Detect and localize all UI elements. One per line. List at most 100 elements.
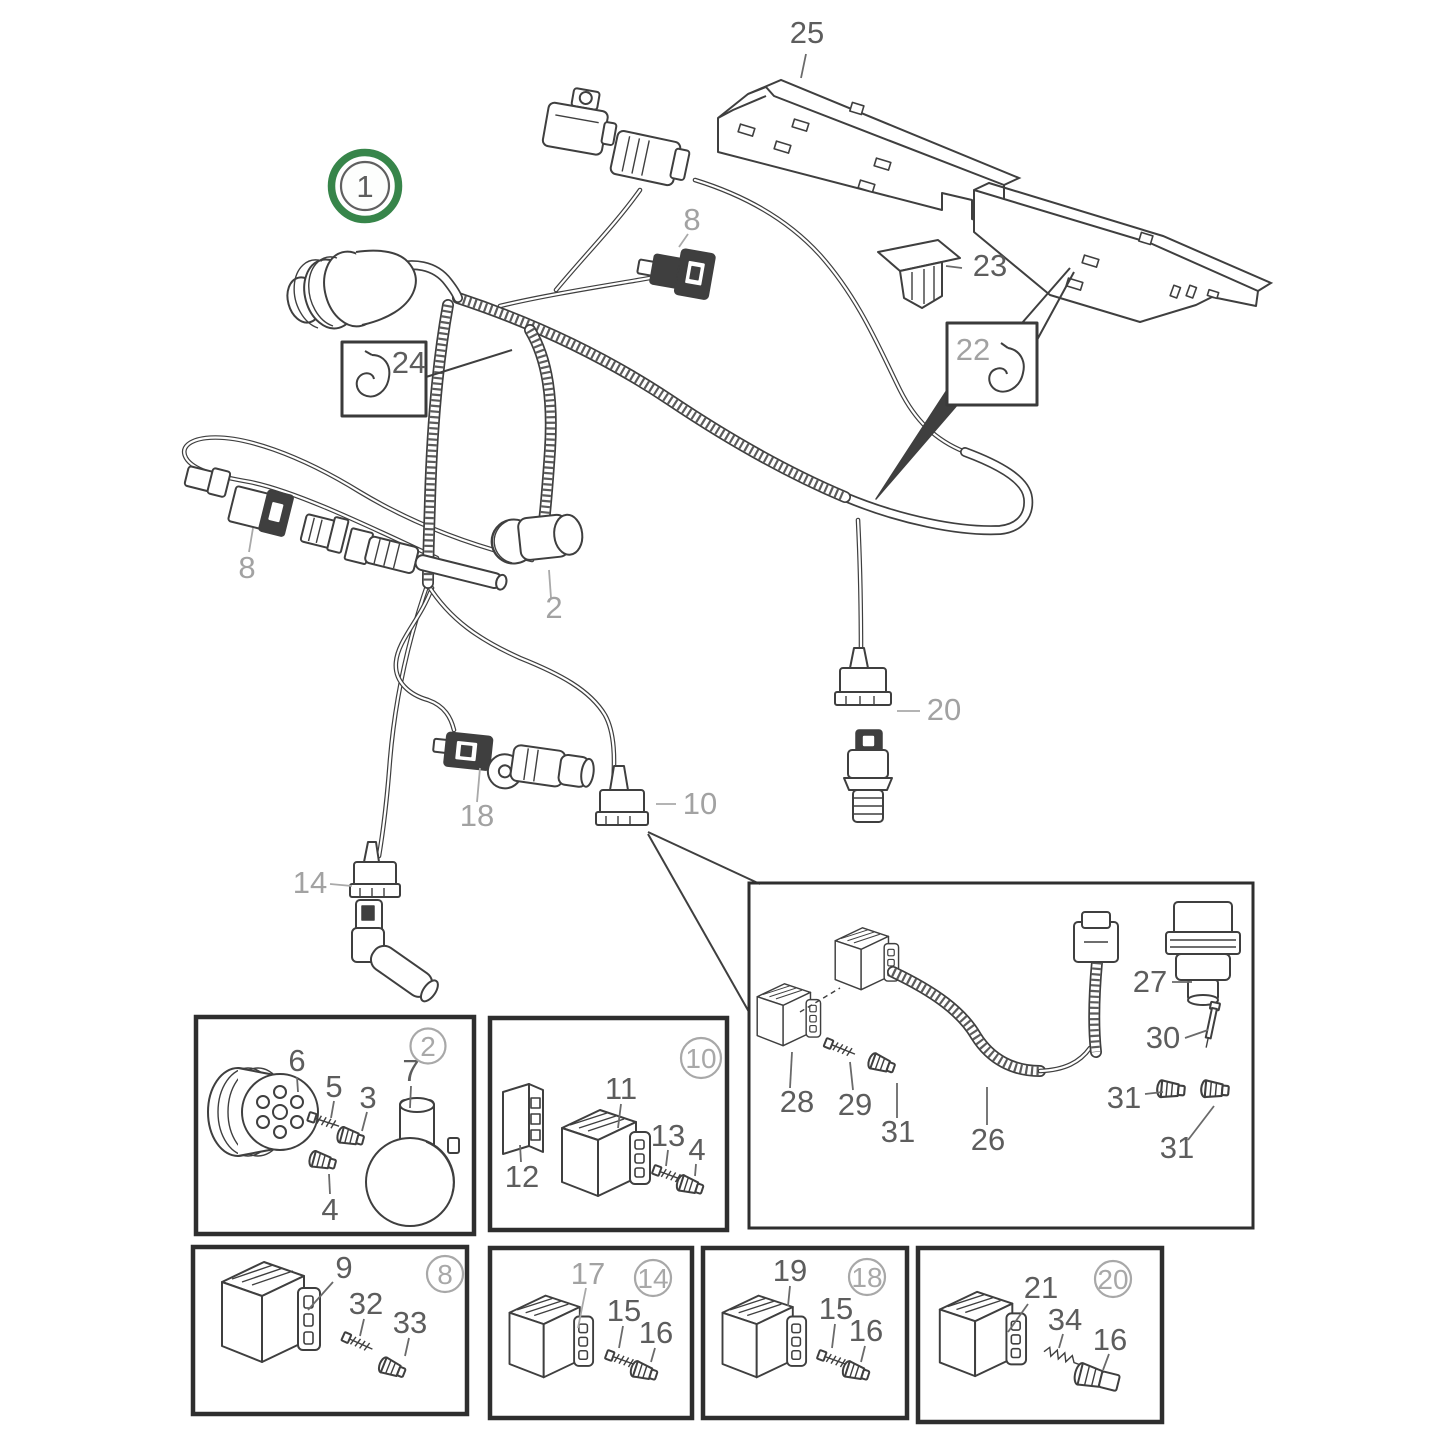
connector-11-drawing <box>561 1109 651 1197</box>
callout-24[interactable]: 24 <box>392 345 426 380</box>
label-4: 4 <box>321 1192 338 1227</box>
connector-27-drawing <box>1165 901 1241 1006</box>
label-7: 7 <box>402 1053 419 1088</box>
label-33: 33 <box>393 1305 427 1340</box>
hook-icon <box>355 354 391 398</box>
label-5: 5 <box>325 1069 342 1104</box>
temp-sensor-group-drawing <box>183 465 508 591</box>
connector-drawing <box>834 927 900 991</box>
selected-item-badge[interactable]: 1 <box>327 148 403 224</box>
label-3: 3 <box>359 1080 376 1115</box>
label-9: 9 <box>335 1250 352 1285</box>
label-34: 34 <box>1048 1302 1082 1337</box>
elbow-housing-7-drawing <box>365 1097 460 1227</box>
detail-box-20: 21 34 16 20 <box>915 1245 1165 1425</box>
label-16: 16 <box>639 1315 673 1350</box>
crank-sensor-drawing <box>351 899 439 1003</box>
connector-8-top-drawing <box>636 248 716 300</box>
plug-31-drawing <box>1199 1078 1231 1101</box>
bracket-rail-drawing <box>717 78 1274 323</box>
callout-25[interactable]: 25 <box>790 15 824 50</box>
badge-20: 20 <box>1097 1264 1128 1295</box>
label-15: 15 <box>819 1291 853 1326</box>
plug-16-drawing <box>628 1359 660 1385</box>
callout-box-24 <box>340 340 513 418</box>
hook-icon <box>988 347 1025 393</box>
connector-9-drawing <box>221 1261 321 1363</box>
connector-10-drawing <box>595 765 649 826</box>
badge-8: 8 <box>437 1259 453 1290</box>
bracket-12-drawing <box>502 1083 544 1155</box>
plug-4-drawing <box>674 1173 706 1199</box>
pin-30-drawing <box>1204 1000 1221 1048</box>
badge-18: 18 <box>851 1262 882 1293</box>
spring-34-drawing <box>1043 1346 1080 1366</box>
connector-19-drawing <box>721 1294 808 1379</box>
label-26: 26 <box>971 1122 1005 1157</box>
plug-4-drawing <box>306 1149 339 1174</box>
badge-circle <box>679 1036 723 1080</box>
connector-28-drawing <box>756 983 822 1047</box>
connector-20-drawing <box>834 647 892 706</box>
plug-33-drawing <box>376 1355 409 1382</box>
detail-box-14: 17 15 16 14 <box>487 1245 695 1421</box>
plug-16-drawing <box>840 1359 872 1385</box>
badge-14: 14 <box>637 1263 668 1294</box>
connector-17-drawing <box>508 1294 595 1379</box>
detail-box-10: 12 11 13 4 10 <box>487 1015 730 1233</box>
callout-23[interactable]: 23 <box>973 248 1007 283</box>
plug-31-drawing <box>865 1051 898 1077</box>
label-6: 6 <box>288 1043 305 1078</box>
screw-32-drawing <box>340 1331 376 1355</box>
label-15: 15 <box>607 1293 641 1328</box>
callout-10[interactable]: 10 <box>683 786 717 821</box>
screw-29-drawing <box>822 1037 858 1060</box>
badge-2: 2 <box>420 1031 436 1062</box>
callout-8-top[interactable]: 8 <box>683 202 700 237</box>
callout-20[interactable]: 20 <box>927 692 961 727</box>
detail-box-large: 28 29 31 26 27 30 31 31 <box>747 881 1255 1230</box>
label-30: 30 <box>1146 1020 1180 1055</box>
badge-10: 10 <box>685 1043 716 1074</box>
plug-16-drawing <box>1073 1362 1121 1392</box>
label-16: 16 <box>1093 1322 1127 1357</box>
detail-box-18: 19 15 16 18 <box>700 1245 910 1421</box>
label-16: 16 <box>849 1313 883 1348</box>
label-27: 27 <box>1133 964 1167 999</box>
callout-2[interactable]: 2 <box>545 590 562 625</box>
callout-18[interactable]: 18 <box>460 798 494 833</box>
cam-sensor-drawing <box>486 744 595 790</box>
cylindrical-connector-6-drawing <box>207 1067 319 1157</box>
callout-14[interactable]: 14 <box>293 865 327 900</box>
callout-8-left[interactable]: 8 <box>238 550 255 585</box>
label-19: 19 <box>773 1253 807 1288</box>
mating-connector-drawing <box>609 129 691 187</box>
sensor-2-drawing <box>490 513 584 565</box>
detail-box-8: 9 32 33 8 <box>190 1244 470 1417</box>
label-4: 4 <box>688 1132 705 1167</box>
detail-box-2: 6 5 3 7 4 2 <box>193 1014 477 1237</box>
map-sensor-connector-drawing <box>541 87 618 156</box>
label-12: 12 <box>505 1159 539 1194</box>
label-31: 31 <box>881 1114 915 1149</box>
label-21: 21 <box>1024 1270 1058 1305</box>
badge-circle <box>847 1257 887 1297</box>
main-callouts: 25 23 22 24 8 2 8 18 10 14 20 <box>238 15 1007 900</box>
label-31: 31 <box>1160 1130 1194 1165</box>
label-29: 29 <box>838 1087 872 1122</box>
badge-circle <box>409 1027 447 1065</box>
connector-21-drawing <box>938 1290 1028 1378</box>
label-31: 31 <box>1107 1080 1141 1115</box>
plug-31-drawing <box>1155 1078 1187 1101</box>
connector-18-drawing <box>432 731 494 771</box>
callout-22[interactable]: 22 <box>956 332 990 367</box>
label-32: 32 <box>349 1286 383 1321</box>
label-28: 28 <box>780 1084 814 1119</box>
plug-3-drawing <box>334 1125 367 1150</box>
harness-wiring-drawing <box>182 177 1034 859</box>
badge-circle <box>1093 1259 1133 1299</box>
connector-14-drawing <box>349 841 401 898</box>
label-11: 11 <box>605 1071 637 1106</box>
